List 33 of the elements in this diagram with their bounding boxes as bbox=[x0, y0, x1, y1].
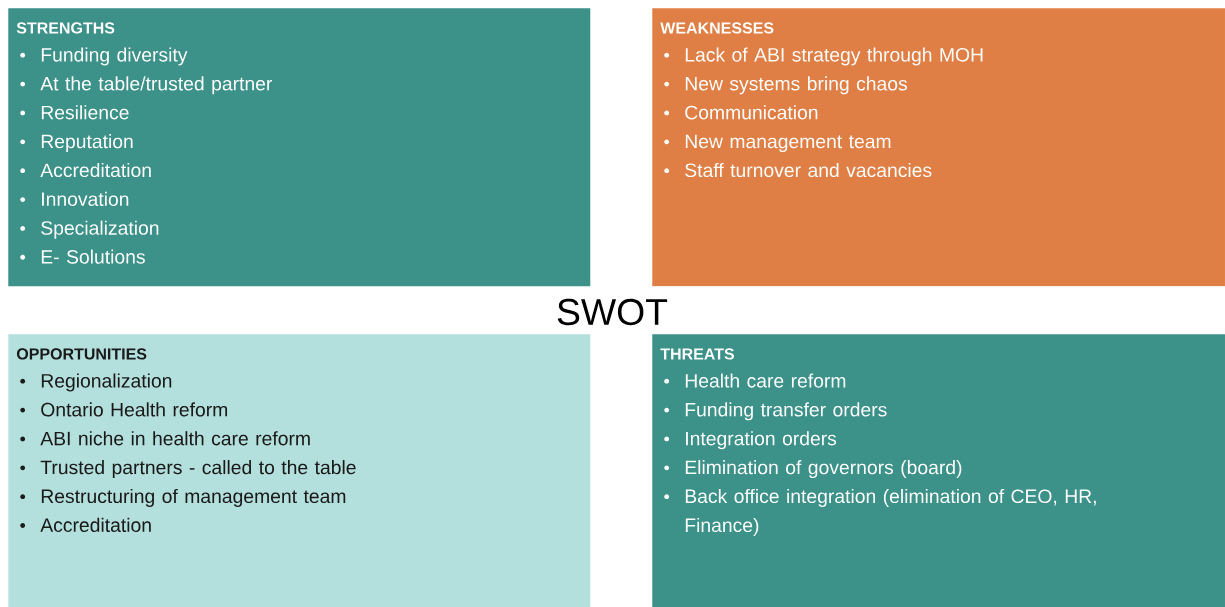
bullet-item: Innovation bbox=[20, 191, 129, 206]
quadrant-box bbox=[8, 8, 591, 287]
bullet-item: Funding transfer orders bbox=[664, 402, 887, 421]
quadrant-box bbox=[8, 334, 591, 607]
bullet-item: New systems bring chaos bbox=[664, 76, 907, 95]
bullet-item: ABI niche in health care reform bbox=[20, 431, 310, 446]
bullet-item: Reputation bbox=[20, 134, 133, 153]
bullet-item: E- Solutions bbox=[20, 249, 145, 264]
bullet-item: Back office integration (elimination of CEO, HR, Finance) bbox=[664, 488, 1096, 536]
bullet-item: Integration orders bbox=[664, 431, 837, 450]
bullet-item: At the table/trusted partner bbox=[20, 76, 273, 95]
quadrant-heading: WEAKNESSES bbox=[660, 22, 774, 34]
bullet-item: Resilience bbox=[20, 105, 129, 120]
bullet-item: Trusted partners - called to the table bbox=[20, 460, 356, 479]
bullet-item: Lack of ABI strategy through MOH bbox=[664, 47, 983, 66]
bullet-item: Accreditation bbox=[20, 517, 151, 532]
quadrant-heading: OPPORTUNITIES bbox=[16, 348, 147, 360]
quadrant-box bbox=[652, 334, 1225, 607]
bullet-item: Funding diversity bbox=[20, 47, 188, 66]
quadrant-heading: STRENGTHS bbox=[16, 22, 115, 34]
diagram-title: SWOT bbox=[557, 298, 668, 326]
bullet-item: Ontario Health reform bbox=[20, 402, 227, 417]
bullet-item: Health care reform bbox=[664, 373, 846, 388]
quadrant-box bbox=[652, 8, 1225, 287]
bullet-item: New management team bbox=[664, 134, 891, 153]
bullet-item: Accreditation bbox=[20, 162, 151, 178]
bullet-item: Staff turnover and vacancies bbox=[664, 162, 932, 178]
bullet-item: Regionalization bbox=[20, 373, 172, 392]
bullet-item: Specialization bbox=[20, 220, 159, 239]
quadrant-heading: THREATS bbox=[660, 348, 734, 360]
bullet-item: Restructuring of management team bbox=[20, 488, 346, 507]
bullet-item: Communication bbox=[664, 105, 818, 120]
bullet-item: Elimination of governors (board) bbox=[664, 460, 962, 479]
